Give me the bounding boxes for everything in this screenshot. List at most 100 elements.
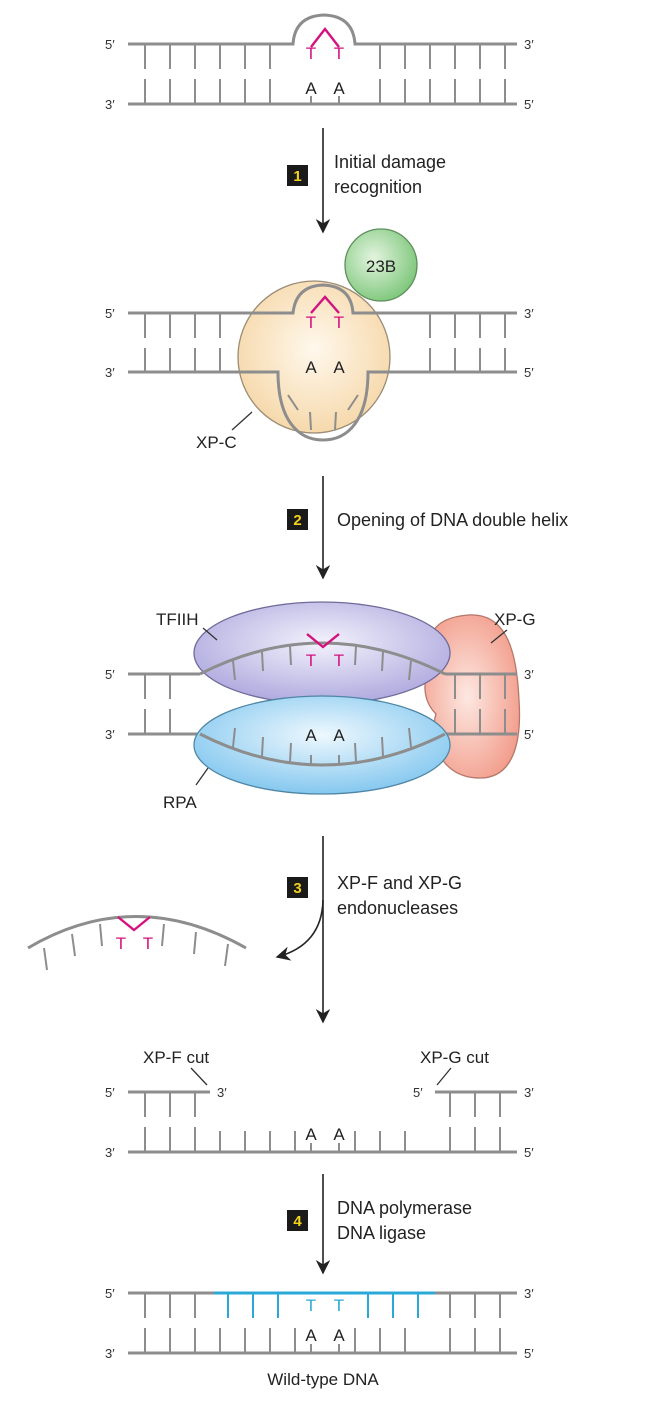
xp-f-cut-leader bbox=[190, 1067, 208, 1086]
thymine-base: T bbox=[116, 934, 126, 953]
step-description-line: endonucleases bbox=[337, 898, 458, 918]
end-label-3prime: 3′ bbox=[524, 1085, 534, 1100]
end-label-5prime: 5′ bbox=[105, 1286, 115, 1301]
xp-g-cut-label: XP-G cut bbox=[420, 1048, 489, 1067]
xp-f-cut-label: XP-F cut bbox=[143, 1048, 209, 1067]
bottom-strand-bulge bbox=[128, 370, 517, 442]
step-description-line: Opening of DNA double helix bbox=[337, 510, 568, 530]
adenine-base: A bbox=[333, 79, 345, 98]
xp-c-label: XP-C bbox=[196, 433, 237, 452]
step-1: 1 Initial damage recognition bbox=[287, 128, 446, 234]
xp-c-protein bbox=[237, 280, 391, 434]
end-label-3prime: 3′ bbox=[105, 727, 115, 742]
end-label-5prime: 5′ bbox=[105, 306, 115, 321]
thymine-base: T bbox=[306, 651, 316, 670]
adenine-base: A bbox=[333, 358, 345, 377]
base-pair-rungs bbox=[144, 44, 506, 104]
end-label-5prime: 5′ bbox=[105, 1085, 115, 1100]
wild-type-dna-caption: Wild-type DNA bbox=[267, 1370, 379, 1389]
base-pair-rungs bbox=[454, 674, 506, 734]
adenine-base: A bbox=[305, 726, 317, 745]
step-number-box bbox=[287, 1210, 308, 1231]
open-complex: 5′ 3′ 3′ 5′ bbox=[105, 601, 536, 812]
thymine-base: T bbox=[334, 44, 344, 63]
step-3: 3 XP-F and XP-G endonucleases bbox=[275, 836, 462, 1024]
excised-strand bbox=[27, 915, 247, 950]
end-label-3prime: 3′ bbox=[105, 365, 115, 380]
step-description-line: Initial damage bbox=[334, 152, 446, 172]
gapped-dna: XP-F cut XP-G cut 5′ 3′ 5′ 3′ 3′ 5′ bbox=[105, 1048, 534, 1160]
bulge-rungs bbox=[287, 394, 359, 431]
top-strand bbox=[128, 283, 517, 315]
adenine-base: A bbox=[305, 1326, 317, 1345]
excision-arrow bbox=[275, 899, 324, 961]
end-label-3prime: 3′ bbox=[524, 37, 534, 52]
step-number: 2 bbox=[293, 512, 301, 529]
repaired-dna: 5′ 3′ 3′ 5′ bbox=[105, 1286, 534, 1389]
thymine-base: T bbox=[143, 934, 153, 953]
xp-g-label: XP-G bbox=[494, 610, 536, 629]
base-pair-rungs bbox=[144, 1293, 501, 1353]
end-label-5prime: 5′ bbox=[524, 1145, 534, 1160]
top-strand bbox=[128, 13, 517, 46]
23b-label: 23B bbox=[366, 257, 396, 276]
end-label-3prime: 3′ bbox=[524, 667, 534, 682]
end-label-5prime: 5′ bbox=[524, 365, 534, 380]
adenine-base: A bbox=[305, 358, 317, 377]
end-label-3prime: 3′ bbox=[105, 1346, 115, 1361]
tfiih-label: TFIIH bbox=[156, 610, 199, 629]
end-label-5prime: 5′ bbox=[524, 97, 534, 112]
step-number: 1 bbox=[293, 168, 301, 185]
thymine-base: T bbox=[306, 44, 316, 63]
rpa-protein bbox=[193, 695, 451, 795]
end-label-3prime: 3′ bbox=[524, 306, 534, 321]
bottom-strand-opened bbox=[199, 732, 446, 767]
base-pair-rungs bbox=[144, 674, 171, 734]
thymine-dimer-bond bbox=[117, 916, 151, 932]
rpa-leader bbox=[195, 767, 209, 786]
damaged-dna: 5′ 3′ 3′ 5′ T T A A bbox=[105, 13, 534, 112]
adenine-base: A bbox=[333, 1326, 345, 1345]
adenine-base: A bbox=[305, 79, 317, 98]
step-number: 4 bbox=[293, 1213, 302, 1230]
recognition-complex: 5′ 3′ 3′ 5′ 23B T T A A X bbox=[105, 228, 534, 452]
end-label-5prime: 5′ bbox=[524, 1346, 534, 1361]
step-number: 3 bbox=[293, 880, 301, 897]
end-label-5prime: 5′ bbox=[413, 1085, 423, 1100]
end-label-3prime: 3′ bbox=[524, 1286, 534, 1301]
xp-g-cut-leader bbox=[436, 1067, 452, 1086]
step-description-line: DNA polymerase bbox=[337, 1198, 472, 1218]
thymine-dimer-bond bbox=[306, 633, 340, 649]
step-description-line: DNA ligase bbox=[337, 1223, 426, 1243]
end-label-3prime: 3′ bbox=[105, 1145, 115, 1160]
step-number-box bbox=[287, 509, 308, 530]
tfiih-protein bbox=[193, 601, 451, 705]
thymine-base: T bbox=[306, 313, 316, 332]
step-4: 4 DNA polymerase DNA ligase bbox=[287, 1174, 472, 1275]
thymine-dimer-bond bbox=[310, 27, 340, 48]
rpa-label: RPA bbox=[163, 793, 197, 812]
new-thymine-base: T bbox=[334, 1296, 344, 1315]
end-label-5prime: 5′ bbox=[105, 667, 115, 682]
end-label-5prime: 5′ bbox=[524, 727, 534, 742]
end-label-3prime: 3′ bbox=[217, 1085, 227, 1100]
base-pair-rungs bbox=[144, 1092, 501, 1152]
thymine-base: T bbox=[334, 313, 344, 332]
adenine-base: A bbox=[333, 726, 345, 745]
xp-g-leader bbox=[490, 629, 508, 644]
end-label-3prime: 3′ bbox=[105, 97, 115, 112]
thymine-dimer-bond bbox=[310, 295, 340, 314]
end-label-5prime: 5′ bbox=[105, 37, 115, 52]
step-description-line: recognition bbox=[334, 177, 422, 197]
step-number-box bbox=[287, 165, 308, 186]
opened-rungs bbox=[232, 645, 412, 764]
step-2: 2 Opening of DNA double helix bbox=[287, 476, 568, 580]
top-strand-opened bbox=[199, 641, 446, 676]
23b-protein bbox=[344, 228, 418, 302]
tfiih-leader bbox=[202, 627, 218, 641]
adenine-base: A bbox=[305, 1125, 317, 1144]
adenine-base: A bbox=[333, 1125, 345, 1144]
new-thymine-base: T bbox=[306, 1296, 316, 1315]
